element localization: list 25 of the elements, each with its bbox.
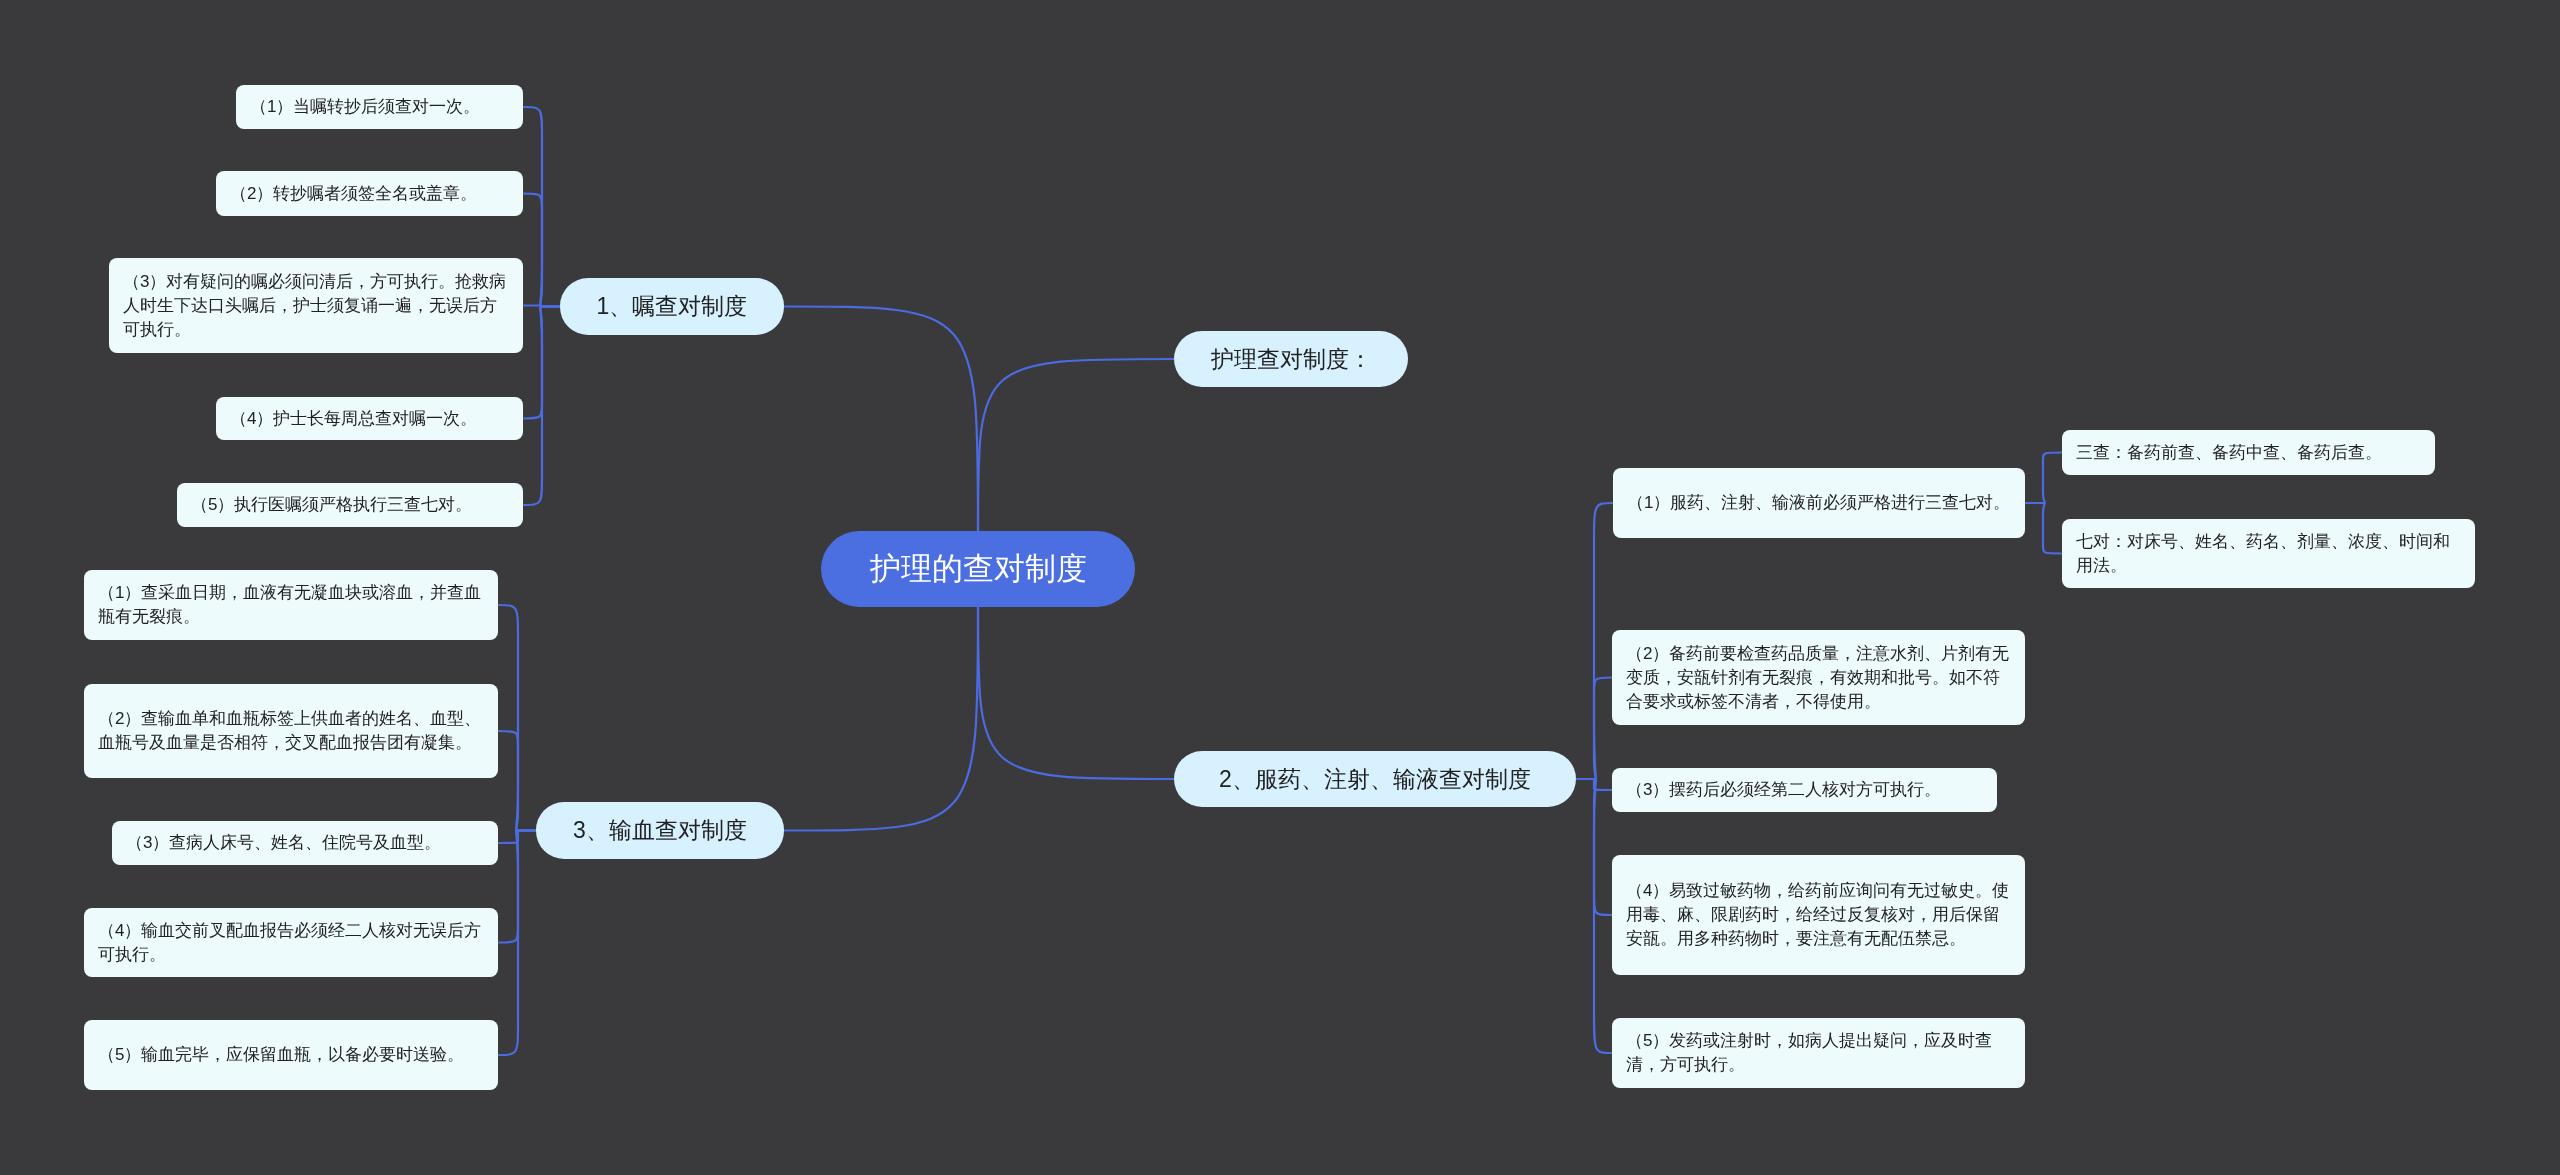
branch-topic: 护理查对制度：	[1174, 331, 1408, 387]
connector-line	[784, 305, 980, 531]
note-box: （5）执行医嘱须严格执行三查七对。	[177, 483, 523, 527]
branch-topic: 3、输血查对制度	[536, 802, 784, 859]
connector-line	[2025, 501, 2062, 555]
note-box: （3）对有疑问的嘱必须问清后，方可执行。抢救病人时生下达口头嘱后，护士须复诵一遍，无误后方可执行。	[109, 258, 523, 353]
note-box: （1）服药、注射、输液前必须严格进行三查七对。	[1613, 468, 2025, 538]
note-box: 三查：备药前查、备药中查、备药后查。	[2062, 430, 2435, 475]
note-box: （3）摆药后必须经第二人核对方可执行。	[1612, 768, 1997, 812]
connector-line	[784, 607, 980, 832]
note-box: （2）转抄嘱者须签全名或盖章。	[216, 171, 523, 216]
note-box: 七对：对床号、姓名、药名、剂量、浓度、时间和用法。	[2062, 519, 2475, 588]
note-box: （4）易致过敏药物，给药前应询问有无过敏史。使用毒、麻、限剧药时，给经过反复核对，用后保留安瓿。用多种药物时，要注意有无配伍禁忌。	[1612, 855, 2025, 975]
branch-topic: 2、服药、注射、输液查对制度	[1174, 751, 1576, 807]
note-box: （4）输血交前叉配血报告必须经二人核对无误后方可执行。	[84, 908, 498, 977]
note-box: （4）护士长每周总查对嘱一次。	[216, 397, 523, 440]
note-box: （5）输血完毕，应保留血瓶，以备必要时送验。	[84, 1020, 498, 1090]
central-topic: 护理的查对制度	[821, 531, 1135, 607]
note-box: （1）查采血日期，血液有无凝血块或溶血，并查血瓶有无裂痕。	[84, 570, 498, 640]
branch-topic: 1、嘱查对制度	[560, 278, 784, 335]
note-box: （2）备药前要检查药品质量，注意水剂、片剂有无变质，安瓿针剂有无裂痕，有效期和批号。如不符合要求或标签不清者，不得使用。	[1612, 630, 2025, 725]
note-box: （5）发药或注射时，如病人提出疑问，应及时查清，方可执行。	[1612, 1018, 2025, 1088]
note-box: （3）查病人床号、姓名、住院号及血型。	[112, 821, 498, 865]
note-box: （2）查输血单和血瓶标签上供血者的姓名、血型、血瓶号及血量是否相符，交叉配血报告团有凝集。	[84, 684, 498, 778]
note-box: （1）当嘱转抄后须查对一次。	[236, 85, 523, 129]
